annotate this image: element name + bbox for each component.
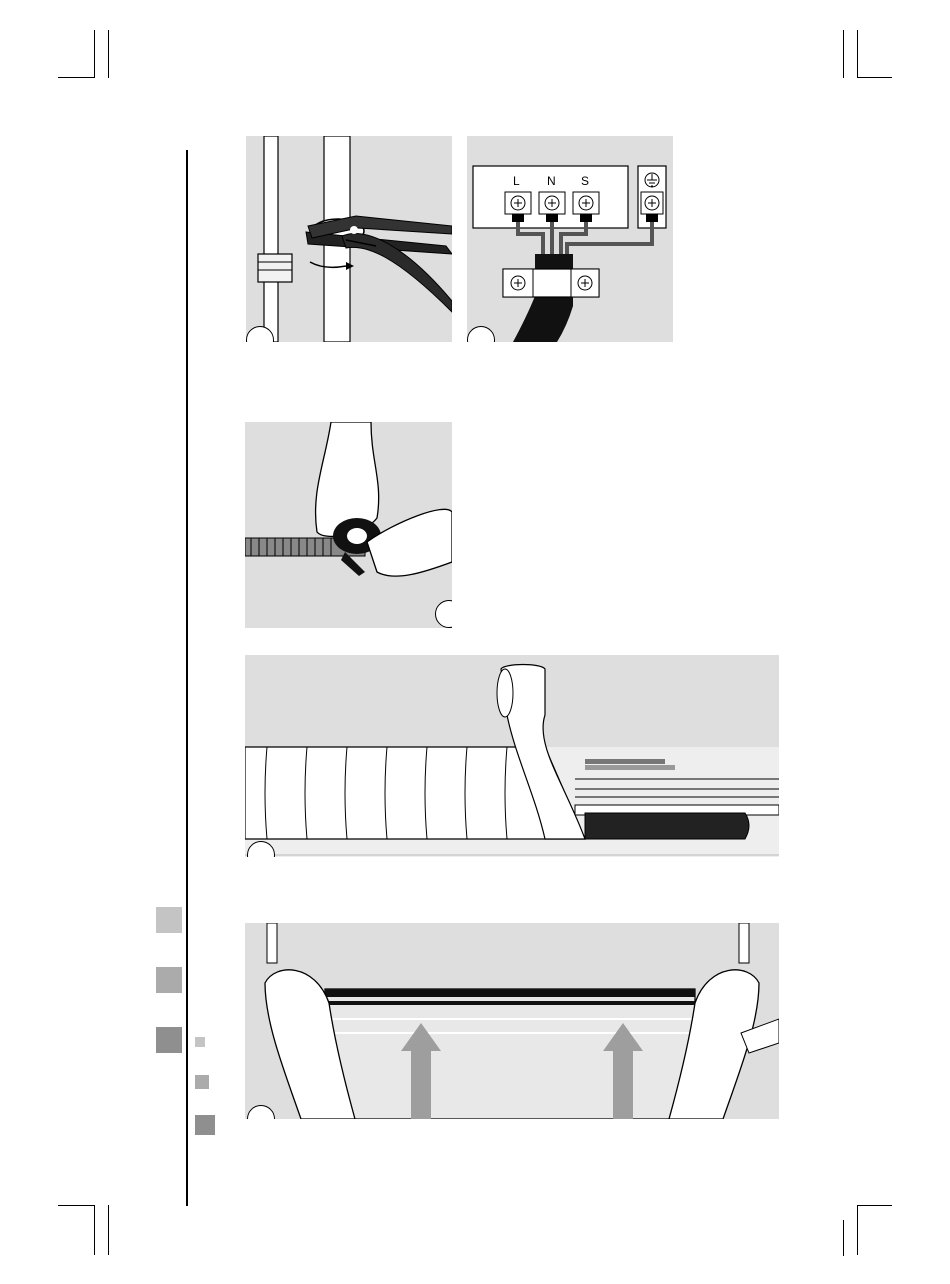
figure-pipe-wrench [246, 136, 452, 342]
margin-rule [186, 150, 188, 1206]
legend-square-dark [195, 1115, 215, 1135]
earth-ground-icon [645, 173, 659, 187]
terminal-label-N: N [547, 174, 556, 188]
tab-marker-mid [156, 967, 182, 993]
figure-taped-bundle [245, 655, 779, 857]
figure-terminal-wiring: L N S [467, 136, 673, 342]
wrench-icon [246, 136, 452, 342]
figure-lifting-unit [245, 923, 779, 1119]
legend-square-light [195, 1037, 205, 1047]
legend-square-mid [195, 1075, 209, 1089]
tab-marker-dark [156, 1027, 182, 1053]
terminal-label-L: L [513, 174, 520, 188]
terminal-label-S: S [581, 174, 589, 188]
figure-taping-hose [245, 422, 452, 628]
tab-marker-light [156, 907, 182, 933]
